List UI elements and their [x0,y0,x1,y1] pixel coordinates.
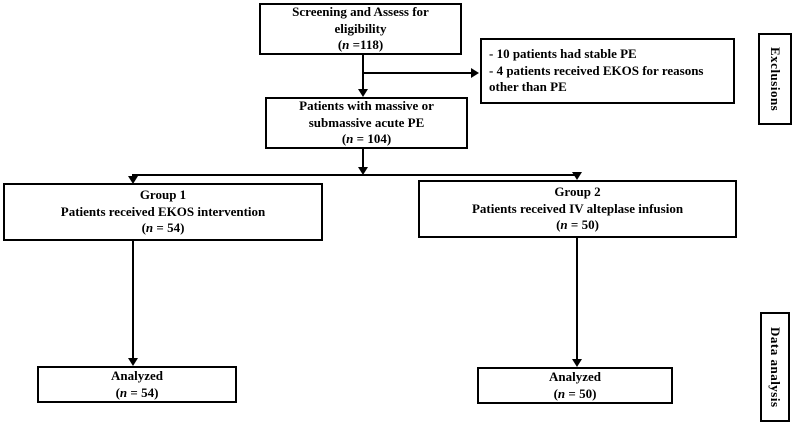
exclusion-reasons-box: - 10 patients had stable PE - 4 patients… [480,38,735,104]
group2-box: Group 2 Patients received IV alteplase i… [418,180,737,238]
data-analysis-side-label: Data analysis [760,312,790,422]
analyzed2-box: Analyzed (n = 50) [477,367,673,404]
data-analysis-side-label-text: Data analysis [768,326,783,408]
group2-count: (n = 50) [556,217,599,233]
analyzed2-count: (n = 50) [553,385,597,401]
connector-group1-to-analyzed1-line [132,241,134,358]
connector-split-line [132,174,578,176]
eligible-box: Patients with massive or submassive acut… [265,97,468,149]
group2-line2: Patients received IV alteplase infusion [471,200,684,216]
analyzed2-label: Analyzed [549,368,601,384]
arrow-down-icon [572,172,582,180]
arrow-down-icon [128,176,138,184]
arrow-down-icon [572,359,582,367]
analyzed1-count: (n = 54) [115,384,159,400]
connector-to-exclusions-line [363,72,471,74]
exclusions-side-label: Exclusions [758,33,792,125]
group1-count: (n = 54) [141,220,185,236]
arrow-down-icon [358,167,368,175]
group1-line2: Patients received EKOS intervention [60,203,266,219]
arrow-down-icon [358,89,368,97]
eligible-line2: submassive acute PE [308,114,425,130]
arrow-right-icon [471,68,479,78]
exclusion-item-2: - 4 patients received EKOS for reasons o… [489,62,707,95]
screening-count: (n =118) [337,37,384,53]
group1-title: Group 1 [139,186,187,202]
eligible-line1: Patients with massive or [299,97,434,113]
screening-line1: Screening and Assess for [292,3,429,19]
group1-box: Group 1 Patients received EKOS intervent… [3,183,323,241]
exclusions-side-label-text: Exclusions [768,46,783,112]
eligible-count: (n = 104) [341,131,392,147]
analyzed1-box: Analyzed (n = 54) [37,366,237,403]
analyzed1-label: Analyzed [111,367,163,383]
screening-line2: eligibility [334,20,387,36]
connector-group2-to-analyzed2-line [576,238,578,359]
exclusion-item-1: - 10 patients had stable PE [489,46,637,62]
group2-title: Group 2 [554,183,601,199]
screening-box: Screening and Assess for eligibility (n … [259,3,462,55]
arrow-down-icon [128,358,138,366]
connector-eligible-to-split-line [362,149,364,167]
